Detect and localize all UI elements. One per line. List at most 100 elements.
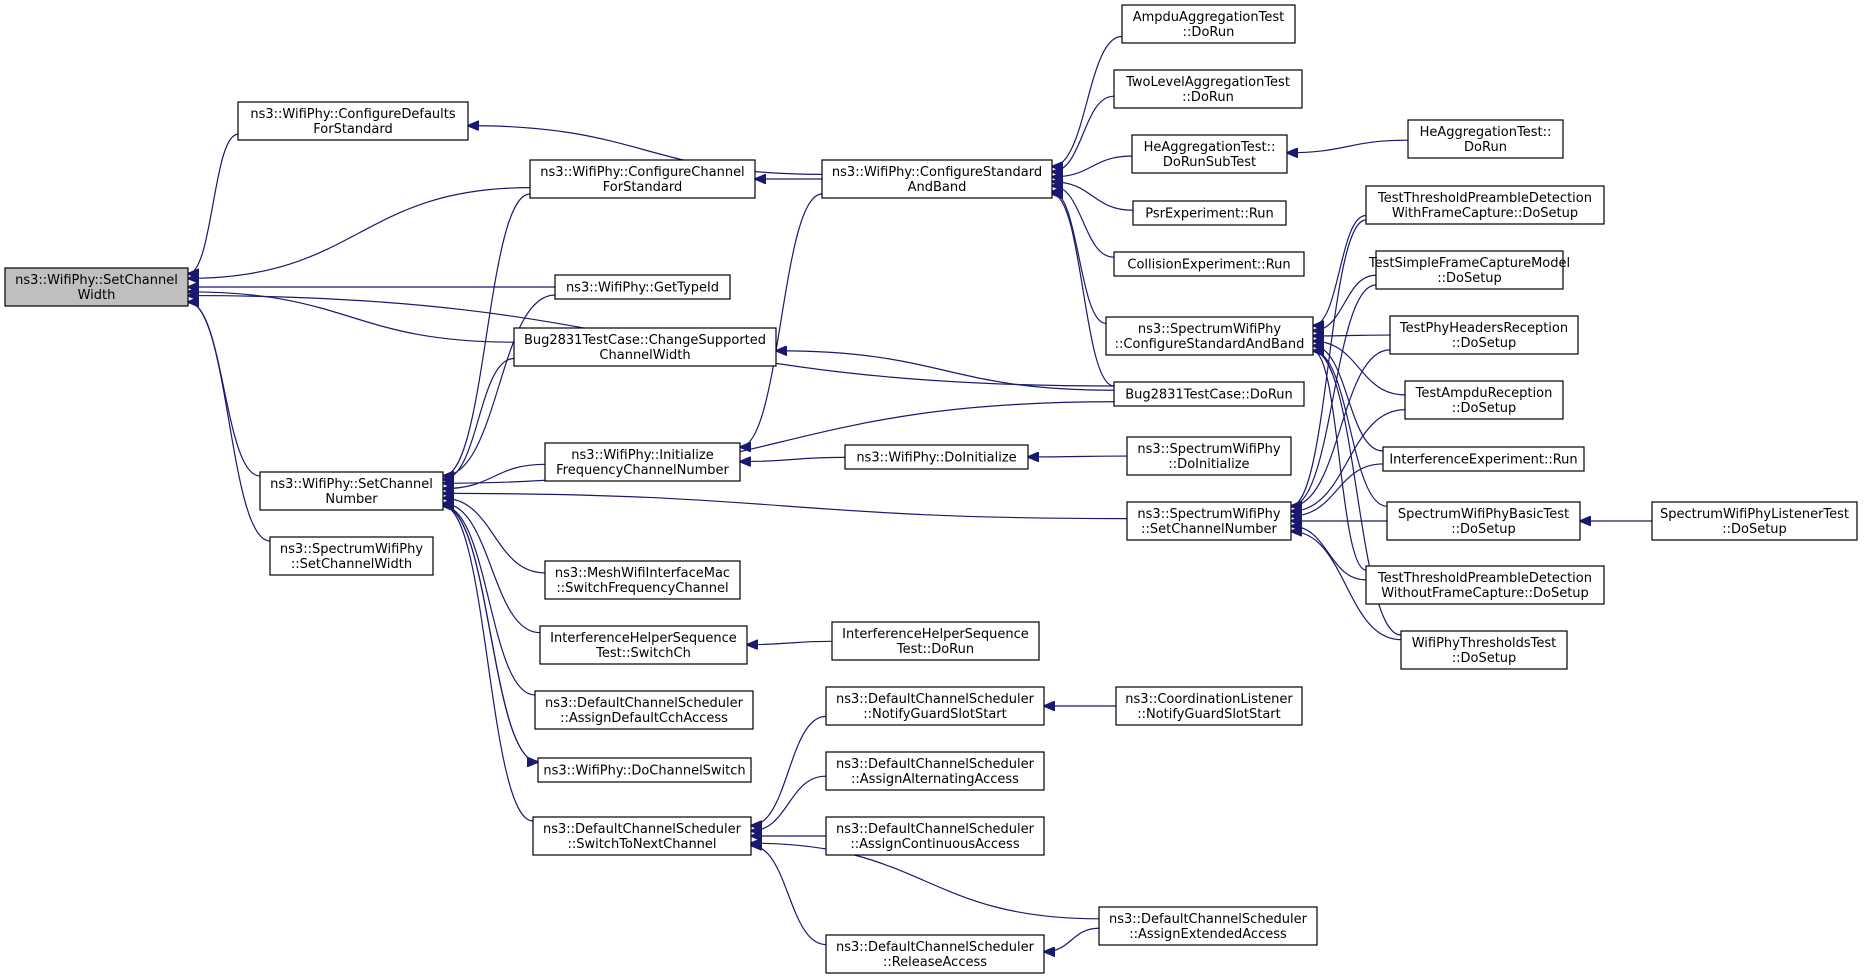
- node-label: FrequencyChannelNumber: [556, 463, 729, 478]
- edge-cfgStdBand-to-cfgDefaults: [468, 126, 823, 175]
- node-doChanSwitch[interactable]: ns3::WifiPhy::DoChannelSwitch: [537, 757, 752, 783]
- node-label: Test::DoRun: [896, 642, 974, 657]
- edge-cfgDefaults-to-root: [188, 133, 239, 273]
- node-dcsAssignCch[interactable]: ns3::DefaultChannelScheduler::AssignDefa…: [534, 690, 754, 730]
- node-dcsRelease[interactable]: ns3::DefaultChannelScheduler::ReleaseAcc…: [825, 934, 1045, 974]
- edge-specDoInit-to-doInit: [1028, 456, 1128, 457]
- node-label: ns3::DefaultChannelScheduler: [1109, 912, 1308, 927]
- node-label: CollisionExperiment::Run: [1127, 258, 1290, 273]
- edge-initFreq-to-setChanNum: [443, 463, 546, 488]
- node-label: ::AssignDefaultCchAccess: [560, 711, 728, 726]
- node-box: [821, 159, 1053, 199]
- node-box: [825, 816, 1045, 856]
- node-dcsAssignAlt[interactable]: ns3::DefaultChannelScheduler::AssignAlte…: [825, 751, 1045, 791]
- edge-dcsRelease-to-dcsSwitchNext: [751, 845, 827, 946]
- node-box: [1389, 315, 1579, 355]
- node-label: HeAggregationTest::: [1144, 140, 1276, 155]
- node-swpBasic[interactable]: SpectrumWifiPhyBasicTest::DoSetup: [1386, 501, 1581, 541]
- node-box: [844, 444, 1029, 470]
- node-meshSwitch[interactable]: ns3::MeshWifiInterfaceMac::SwitchFrequen…: [544, 560, 741, 600]
- node-wptt[interactable]: WifiPhyThresholdsTest::DoSetup: [1400, 630, 1568, 670]
- node-label: ns3::SpectrumWifiPhy: [280, 542, 423, 557]
- node-heAggrRun[interactable]: HeAggregationTest::DoRun: [1407, 119, 1564, 159]
- node-specDoInit[interactable]: ns3::SpectrumWifiPhy::DoInitialize: [1126, 436, 1292, 476]
- node-specSetWidth[interactable]: ns3::SpectrumWifiPhy::SetChannelWidth: [269, 536, 434, 576]
- node-label: ::SwitchFrequencyChannel: [556, 581, 728, 596]
- node-label: ns3::WifiPhy::SetChannel: [15, 273, 178, 288]
- node-tsfcm[interactable]: TestSimpleFrameCaptureModel::DoSetup: [1368, 250, 1570, 290]
- node-label: ::ReleaseAccess: [883, 955, 987, 970]
- node-cfgDefaults[interactable]: ns3::WifiPhy::ConfigureDefaultsForStanda…: [237, 101, 469, 141]
- edge-psrRun-to-cfgStdBand: [1052, 182, 1134, 211]
- edge-bugDoRun-to-setChanNum: [443, 401, 1115, 483]
- node-box: [1115, 686, 1303, 726]
- node-cfgStdBand[interactable]: ns3::WifiPhy::ConfigureStandardAndBand: [821, 159, 1053, 199]
- node-psrRun[interactable]: PsrExperiment::Run: [1132, 200, 1287, 226]
- node-initFreq[interactable]: ns3::WifiPhy::InitializeFrequencyChannel…: [544, 442, 741, 482]
- edge-wptt-to-specSetChan: [1291, 531, 1402, 641]
- edge-meshSwitch-to-setChanNum: [443, 498, 546, 574]
- node-label: AmpduAggregationTest: [1133, 10, 1284, 25]
- node-label: ::SwitchToNextChannel: [567, 837, 716, 852]
- node-box: [1126, 436, 1292, 476]
- node-label: ::DoRun: [1182, 90, 1234, 105]
- node-collRun[interactable]: CollisionExperiment::Run: [1113, 251, 1305, 277]
- node-getTypeId[interactable]: ns3::WifiPhy::GetTypeId: [554, 274, 731, 300]
- node-tphr[interactable]: TestPhyHeadersReception::DoSetup: [1389, 315, 1579, 355]
- node-box: [831, 621, 1040, 661]
- node-label: Bug2831TestCase::DoRun: [1125, 388, 1293, 403]
- node-label: ::SetChannelNumber: [1141, 522, 1277, 537]
- node-ampduAggr[interactable]: AmpduAggregationTest::DoRun: [1121, 4, 1296, 44]
- node-label: PsrExperiment::Run: [1145, 207, 1274, 222]
- node-box: [825, 751, 1045, 791]
- node-heAggrSub[interactable]: HeAggregationTest::DoRunSubTest: [1131, 134, 1288, 174]
- node-dcsSwitchNext[interactable]: ns3::DefaultChannelScheduler::SwitchToNe…: [532, 816, 752, 856]
- node-label: Test::SwitchCh: [595, 646, 691, 661]
- edge-tar-to-specSetChan: [1291, 409, 1406, 512]
- node-label: TestAmpduReception: [1415, 386, 1553, 401]
- edge-ttpdWith-to-specCfgStd: [1313, 214, 1367, 325]
- node-label: TestSimpleFrameCaptureModel: [1368, 256, 1570, 271]
- node-dcsAssignExt[interactable]: ns3::DefaultChannelScheduler::AssignExte…: [1098, 906, 1318, 946]
- node-label: ns3::WifiPhy::DoChannelSwitch: [543, 764, 745, 779]
- node-dcsNotifyGuard[interactable]: ns3::DefaultChannelScheduler::NotifyGuar…: [825, 686, 1045, 726]
- node-box: [1113, 251, 1305, 277]
- node-specSetChan[interactable]: ns3::SpectrumWifiPhy::SetChannelNumber: [1126, 501, 1292, 541]
- edge-specSetWidth-to-root: [188, 302, 271, 542]
- node-box: [1400, 630, 1568, 670]
- edge-doInit-to-initFreq: [740, 457, 846, 461]
- node-doInit[interactable]: ns3::WifiPhy::DoInitialize: [844, 444, 1029, 470]
- node-bugDoRun[interactable]: Bug2831TestCase::DoRun: [1113, 381, 1305, 407]
- node-ttpdWithout[interactable]: TestThresholdPreambleDetectionWithoutFra…: [1365, 565, 1605, 605]
- node-box: [269, 536, 434, 576]
- node-swpListener[interactable]: SpectrumWifiPhyListenerTest::DoSetup: [1651, 501, 1858, 541]
- node-box: [544, 560, 741, 600]
- nodes-layer: ns3::WifiPhy::SetChannelWidthns3::WifiPh…: [4, 4, 1858, 974]
- node-coordNotify[interactable]: ns3::CoordinationListener::NotifyGuardSl…: [1115, 686, 1303, 726]
- node-label: TestThresholdPreambleDetection: [1377, 191, 1592, 206]
- node-label: Number: [325, 492, 378, 507]
- node-box: [513, 327, 777, 367]
- node-cfgChannel[interactable]: ns3::WifiPhy::ConfigureChannelForStandar…: [529, 159, 756, 199]
- node-twoLevel[interactable]: TwoLevelAggregationTest::DoRun: [1113, 69, 1303, 109]
- node-box: [237, 101, 469, 141]
- edge-tphr-to-specSetChan: [1291, 349, 1391, 506]
- node-ttpdWith[interactable]: TestThresholdPreambleDetectionWithFrameC…: [1365, 185, 1605, 225]
- edge-twoLevel-to-cfgStdBand: [1052, 95, 1115, 172]
- node-root[interactable]: ns3::WifiPhy::SetChannelWidth: [4, 267, 189, 307]
- edge-cfgChannel-to-setChanNum: [443, 193, 531, 476]
- node-label: ::SetChannelWidth: [291, 557, 412, 572]
- node-dcsAssignCont[interactable]: ns3::DefaultChannelScheduler::AssignCont…: [825, 816, 1045, 856]
- node-label: ns3::WifiPhy::ConfigureStandard: [832, 165, 1042, 180]
- node-box: [1121, 4, 1296, 44]
- node-ifxRun[interactable]: InterferenceExperiment::Run: [1382, 446, 1585, 472]
- node-label: ::ConfigureStandardAndBand: [1115, 337, 1305, 352]
- node-box: [4, 267, 189, 307]
- edge-tar-to-specCfgStd: [1313, 341, 1406, 396]
- node-bugChange[interactable]: Bug2831TestCase::ChangeSupportedChannelW…: [513, 327, 777, 367]
- node-setChanNum[interactable]: ns3::WifiPhy::SetChannelNumber: [259, 471, 444, 511]
- node-tar[interactable]: TestAmpduReception::DoSetup: [1404, 380, 1564, 420]
- node-specCfgStd[interactable]: ns3::SpectrumWifiPhy::ConfigureStandardA…: [1105, 316, 1314, 356]
